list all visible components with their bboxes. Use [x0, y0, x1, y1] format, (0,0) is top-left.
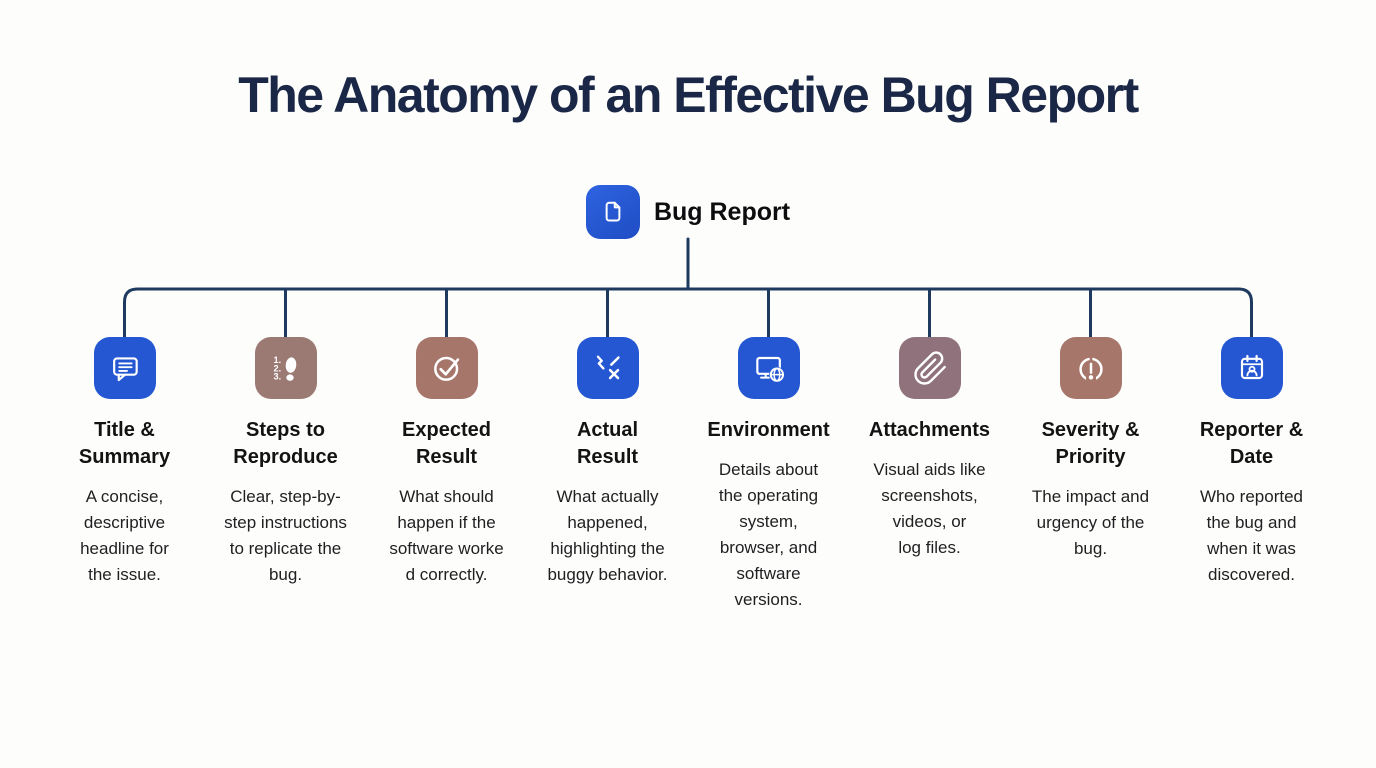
- gauge-alert-icon: [1059, 337, 1122, 399]
- branch-description: The impact and urgency of the bug.: [1031, 487, 1150, 558]
- chat-bubble-icon: [93, 337, 156, 399]
- root-node-bug-report: Bug Report: [0, 185, 1376, 239]
- branch-description: What actually happened, highlighting the…: [547, 487, 668, 584]
- branch-description: Visual aids like screenshots, videos, or…: [873, 460, 986, 557]
- branch-attachments: Attachments Visual aids like screenshots…: [849, 337, 1010, 613]
- branch-heading: Severity & Priority: [1041, 419, 1140, 468]
- branch-description: Details about the operating system, brow…: [718, 460, 819, 609]
- branches-row: Title & Summary A concise, descriptive h…: [0, 337, 1376, 613]
- svg-text:1.: 1.: [273, 355, 281, 365]
- branch-description: Who reported the bug and when it was dis…: [1200, 487, 1303, 584]
- branch-description: What should happen if the software worke…: [389, 487, 504, 584]
- paperclip-icon: [898, 337, 961, 399]
- branch-description: A concise, descriptive headline for the …: [80, 487, 169, 584]
- broken-cross-icon: [576, 337, 639, 399]
- document-icon: [585, 185, 640, 239]
- branch-heading: Attachments: [868, 419, 991, 441]
- branch-heading: Actual Result: [576, 419, 639, 468]
- numbered-steps-footprint-icon: 1. 2. 3.: [254, 337, 317, 399]
- branch-environment: Environment Details about the operating …: [688, 337, 849, 613]
- branch-severity-priority: Severity & Priority The impact and urgen…: [1010, 337, 1171, 613]
- branch-title-summary: Title & Summary A concise, descriptive h…: [44, 337, 205, 613]
- page-title: The Anatomy of an Effective Bug Report: [238, 67, 1139, 123]
- branch-heading: Title & Summary: [78, 419, 171, 468]
- branch-description: Clear, step-by- step instructions to rep…: [224, 487, 347, 584]
- calendar-user-icon: [1220, 337, 1283, 399]
- branch-heading: Environment: [707, 419, 830, 441]
- branch-heading: Expected Result: [402, 419, 491, 468]
- branch-reporter-date: Reporter & Date Who reported the bug and…: [1171, 337, 1332, 613]
- svg-text:2.: 2.: [273, 363, 281, 373]
- branch-steps-to-reproduce: 1. 2. 3. Steps to Reproduce Clear, step-…: [205, 337, 366, 613]
- monitor-globe-icon: [737, 337, 800, 399]
- check-circle-icon: [415, 337, 478, 399]
- branch-heading: Steps to Reproduce: [233, 419, 338, 468]
- branch-expected-result: Expected Result What should happen if th…: [366, 337, 527, 613]
- branch-heading: Reporter & Date: [1199, 419, 1304, 468]
- svg-text:3.: 3.: [273, 372, 281, 382]
- branch-actual-result: Actual Result What actually happened, hi…: [527, 337, 688, 613]
- root-label: Bug Report: [653, 197, 791, 226]
